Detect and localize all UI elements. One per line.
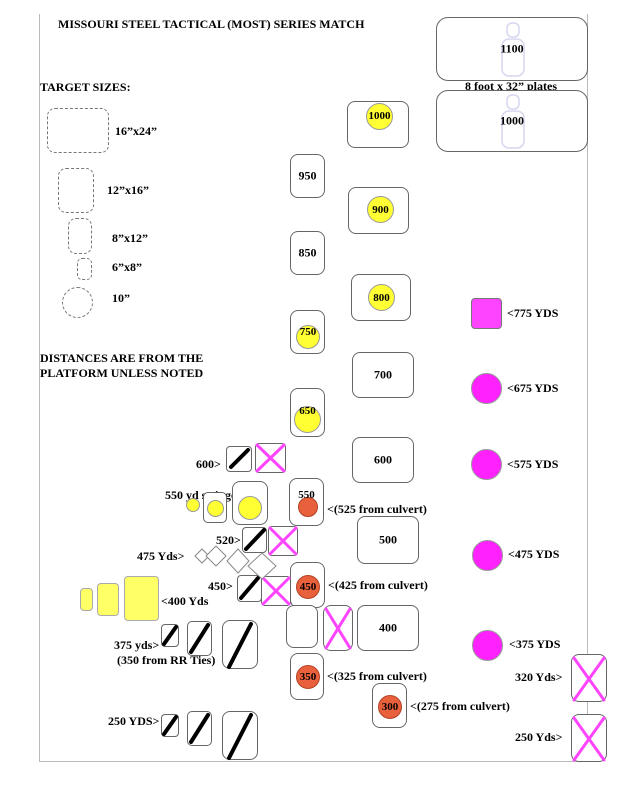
- yellow-target-900: 900: [367, 196, 394, 223]
- plate-650: 650: [290, 388, 325, 437]
- yellow-plate-large: [124, 576, 159, 621]
- plate-750: 750: [290, 310, 325, 354]
- right-label-250: 250 Yds>: [515, 730, 563, 744]
- slash-plate-600: [226, 446, 252, 472]
- plate-x-320: [571, 654, 607, 702]
- yellow-target-1000: 1000: [366, 103, 393, 130]
- size-8x12-label: 8”x12”: [112, 231, 148, 245]
- orange-target-350: 350: [296, 665, 320, 689]
- culvert-note-325: <(325 from culvert): [327, 669, 427, 683]
- yellow-plate-small: [80, 588, 93, 611]
- culvert-note-525: <(525 from culvert): [327, 502, 427, 516]
- magenta-circle-375: [472, 630, 503, 661]
- size-6x8-label: 6”x8”: [112, 260, 142, 274]
- plate-300: 300: [372, 683, 407, 728]
- plate-500: 500: [357, 516, 419, 564]
- silhouette-icon: [501, 94, 525, 149]
- magenta-label-375: <375 YDS: [509, 637, 561, 651]
- plate-600: 600: [352, 437, 414, 483]
- size-6x8-outline: [77, 258, 92, 280]
- diamond-target: [194, 548, 210, 564]
- size-12x16-label: 12”x16”: [107, 183, 149, 197]
- left-label-450: 450>: [208, 579, 233, 593]
- culvert-note-425: <(425 from culvert): [328, 578, 428, 592]
- distances-note-line2: PLATFORM UNLESS NOTED: [40, 366, 204, 380]
- slash-plate-520: [242, 527, 267, 553]
- silhouette-icon: [501, 22, 525, 77]
- right-border-line: [587, 14, 588, 762]
- plate-1000-big: 1000: [436, 90, 588, 152]
- slash-plate-375-b: [187, 621, 212, 656]
- orange-target-550: [298, 497, 318, 517]
- size-10in-label: 10”: [112, 291, 130, 305]
- x-plate-450: [261, 576, 291, 606]
- slash-plate-250-c: [222, 711, 258, 760]
- x-plate-600: [255, 443, 286, 473]
- magenta-label-475: <475 YDS: [508, 547, 560, 561]
- x-plate-tall: [323, 605, 353, 651]
- yellow-target-750: 750: [296, 325, 320, 349]
- orange-target-450: 450: [296, 575, 320, 599]
- right-label-320: 320 Yds>: [515, 670, 563, 684]
- plate-yellow-800: 800: [351, 274, 411, 321]
- slash-plate-375-a: [161, 624, 179, 647]
- plate-1100: 1100: [436, 17, 588, 81]
- magenta-circle-475: [472, 540, 503, 571]
- yellow-plate-medium: [97, 583, 119, 616]
- orange-target-300: 300: [378, 695, 402, 719]
- culvert-note-275: <(275 from culvert): [410, 699, 510, 713]
- swinger-plate-3: [232, 481, 268, 525]
- left-label-600: 600>: [196, 457, 221, 471]
- slash-plate-375-c: [222, 620, 258, 669]
- yellow-target-800: 800: [368, 284, 395, 311]
- left-label-350-rr: (350 from RR Ties): [117, 653, 216, 667]
- magenta-label-775: <775 YDS: [507, 306, 559, 320]
- plate-550: 550: [289, 478, 324, 526]
- size-16x24-outline: [47, 108, 109, 153]
- swinger-mid: [207, 500, 224, 517]
- plate-950: 950: [290, 154, 325, 198]
- magenta-circle-675: [471, 373, 502, 404]
- magenta-circle-575: [471, 449, 502, 480]
- swinger-large: [238, 496, 262, 520]
- plate-850: 850: [290, 231, 325, 275]
- swinger-small: [186, 498, 200, 512]
- size-16x24-label: 16”x24”: [115, 124, 157, 138]
- page-title: MISSOURI STEEL TACTICAL (MOST) SERIES MA…: [58, 17, 365, 31]
- left-label-475: 475 Yds>: [137, 549, 185, 563]
- plate-yellow-1000: 1000: [347, 101, 409, 148]
- magenta-label-575: <575 YDS: [507, 457, 559, 471]
- slash-plate-250-a: [161, 714, 179, 737]
- left-label-400: <400 Yds: [161, 594, 209, 608]
- plate-400: 400: [357, 605, 419, 651]
- swinger-plate-2: [203, 492, 227, 523]
- plate-350: 350: [290, 653, 324, 700]
- left-label-375: 375 yds>: [114, 638, 160, 652]
- plate-1100-label: 1100: [500, 41, 524, 56]
- plate-x-250: [571, 714, 607, 762]
- plate-yellow-900: 900: [348, 187, 409, 234]
- yellow-target-650: 650: [294, 405, 321, 433]
- size-10in-circle: [62, 287, 93, 318]
- x-plate-520: [268, 526, 298, 556]
- plate-1000-big-label: 1000: [500, 113, 524, 128]
- left-label-520: 520>: [216, 533, 241, 547]
- slash-plate-250-b: [187, 711, 212, 746]
- bottom-border-line: [39, 761, 588, 762]
- size-8x12-outline: [68, 218, 92, 254]
- magenta-label-675: <675 YDS: [507, 381, 559, 395]
- magenta-square-775: [471, 298, 502, 329]
- slash-plate-450: [237, 575, 262, 602]
- target-sizes-heading: TARGET SIZES:: [40, 80, 131, 94]
- diamond-target: [205, 545, 227, 567]
- left-label-250: 250 YDS>: [108, 714, 160, 728]
- plate-450: 450: [290, 562, 325, 608]
- plain-plate: [286, 605, 318, 648]
- left-border-line: [39, 14, 40, 762]
- distances-note-line1: DISTANCES ARE FROM THE: [40, 351, 204, 365]
- plates-size-note: 8 foot x 32” plates: [465, 79, 557, 93]
- plate-700: 700: [352, 352, 414, 398]
- size-12x16-outline: [58, 168, 94, 213]
